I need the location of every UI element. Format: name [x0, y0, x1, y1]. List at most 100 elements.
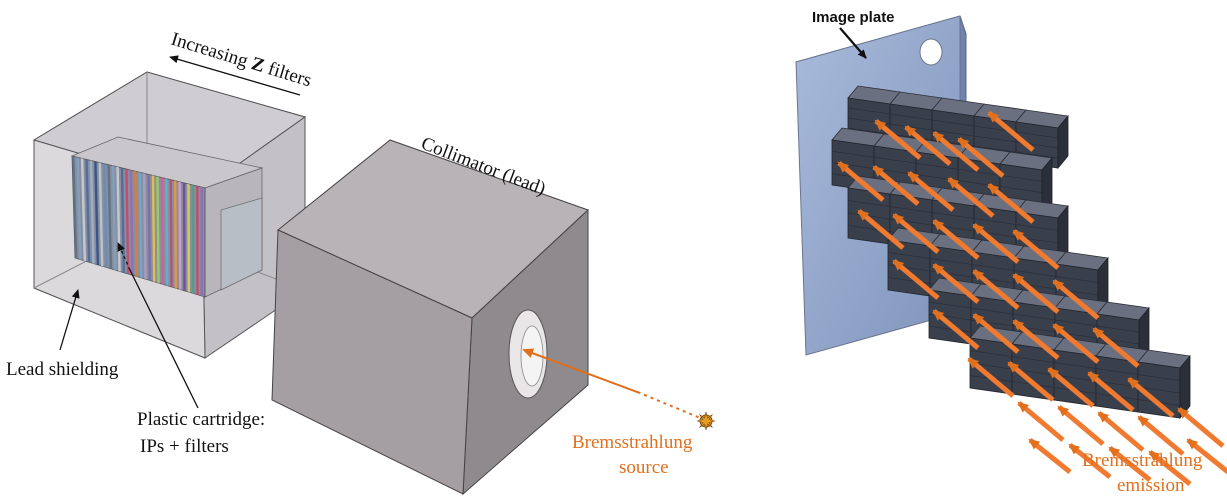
plastic-cartridge-label-1: Plastic cartridge: — [137, 409, 265, 430]
filter-block-seam — [889, 133, 933, 141]
emission-arrows — [837, 111, 1227, 486]
emission-arrow — [872, 165, 920, 206]
filter-block-seam — [1015, 131, 1059, 139]
filter-stripe — [151, 175, 156, 283]
filter-block-seam — [999, 174, 1043, 182]
filter-stripe — [85, 159, 91, 263]
filter-stripe — [103, 163, 108, 268]
plate-hole — [919, 38, 943, 66]
filter-block-seam — [873, 156, 917, 164]
emission-arrow — [1186, 438, 1227, 474]
lead-shielding-label: Lead shielding — [6, 359, 119, 380]
filter-block-seam — [1096, 325, 1140, 333]
emission-arrow — [1177, 407, 1225, 448]
filter-block-seam — [973, 145, 1017, 153]
emission-arrow — [987, 183, 1035, 224]
filter-block-seam — [931, 119, 975, 127]
emission-arrow — [907, 171, 955, 212]
filter-block-seam — [831, 150, 875, 158]
plastic-cartridge-pointer-dashed — [117, 242, 131, 271]
emission-arrow — [972, 269, 1020, 310]
filter-block-seam — [847, 127, 891, 135]
filter-stripe — [129, 169, 134, 276]
filter-block-seam — [889, 206, 933, 213]
emission-arrow — [932, 309, 980, 350]
filter-stripe — [187, 183, 191, 293]
filter-block-seam — [931, 212, 975, 219]
filter-block-seam — [1095, 368, 1139, 375]
emission-arrow — [1052, 323, 1100, 364]
filter-stripe — [94, 161, 100, 266]
filter-block-seam — [1013, 270, 1057, 277]
plastic-cartridge-pointer — [129, 269, 199, 409]
filter-block-seam — [1012, 313, 1056, 321]
filter-block-seam — [970, 307, 1014, 315]
emission-arrow — [1012, 229, 1060, 270]
source-beam-dashed — [639, 392, 706, 421]
emission-arrow — [1057, 405, 1105, 446]
filter-stripe — [80, 158, 87, 262]
increasing-z-label: Increasing Z filters — [169, 29, 314, 92]
increasing-z-arrow — [169, 55, 301, 96]
filter-stripe — [107, 164, 113, 270]
image-plate-arrow — [839, 27, 867, 59]
filter-block-seam — [931, 129, 975, 137]
emission-arrow — [1127, 377, 1175, 418]
filter-block-seam — [929, 258, 973, 265]
emission-arrow — [904, 125, 952, 166]
emission-label-1: Bremsstrahlung — [1082, 450, 1203, 471]
plastic-cartridge-label-2: IPs + filters — [140, 436, 229, 457]
emission-arrow — [1092, 327, 1140, 368]
filter-block-seam — [847, 107, 891, 115]
filter-stripe — [165, 178, 169, 287]
filter-stripe — [196, 185, 199, 296]
filter-stripe — [76, 157, 82, 261]
filter-block-seam — [973, 135, 1017, 143]
filter-block-seam — [928, 301, 972, 309]
emission-arrow — [874, 119, 922, 160]
emission-arrow — [857, 209, 905, 250]
emission-arrow — [1047, 367, 1095, 408]
filter-block-seam — [915, 162, 959, 170]
emission-arrow — [1028, 438, 1072, 474]
source-label-1: Bremsstrahlung — [572, 432, 693, 453]
emission-arrow — [1097, 411, 1145, 452]
filter-stripe — [173, 180, 178, 289]
filter-block-seam — [928, 325, 972, 333]
emission-arrow — [1052, 279, 1100, 320]
emission-arrow — [987, 111, 1035, 152]
filter-block-side — [1041, 156, 1053, 217]
filter-stripe — [98, 162, 104, 267]
emission-arrow — [1148, 450, 1192, 486]
emission-arrow — [947, 177, 995, 218]
filter-stripe — [125, 168, 130, 275]
filter-block-seam — [999, 186, 1043, 193]
emission-label-2: emission — [1117, 475, 1185, 496]
filter-stripe — [160, 177, 165, 285]
emission-arrow — [932, 263, 980, 304]
filter-stripe — [138, 172, 143, 279]
filter-block-seam — [1054, 319, 1098, 327]
emission-arrow — [1017, 401, 1065, 442]
emission-arrow — [932, 219, 980, 260]
filter-block-side — [1057, 114, 1069, 170]
emission-arrow — [837, 161, 885, 202]
filter-stripe — [142, 173, 147, 280]
image-plate-label: Image plate — [812, 9, 895, 26]
filter-block-seam — [1015, 224, 1059, 231]
emission-arrow — [892, 213, 940, 254]
emission-arrow — [892, 259, 940, 300]
emission-arrow — [957, 137, 1005, 178]
emission-arrow — [932, 131, 980, 172]
filter-stripe — [156, 176, 160, 284]
filter-block-seam — [971, 264, 1015, 271]
filter-stripe — [111, 165, 117, 271]
filter-block-seam — [889, 113, 933, 121]
filter-step-stack — [831, 85, 1191, 420]
emission-arrow — [1108, 446, 1152, 482]
emission-arrow — [972, 223, 1020, 264]
source-star-icon — [696, 411, 716, 431]
emission-arrow — [972, 313, 1020, 354]
emission-arrow — [1012, 273, 1060, 314]
filter-block-seam — [1137, 386, 1181, 394]
